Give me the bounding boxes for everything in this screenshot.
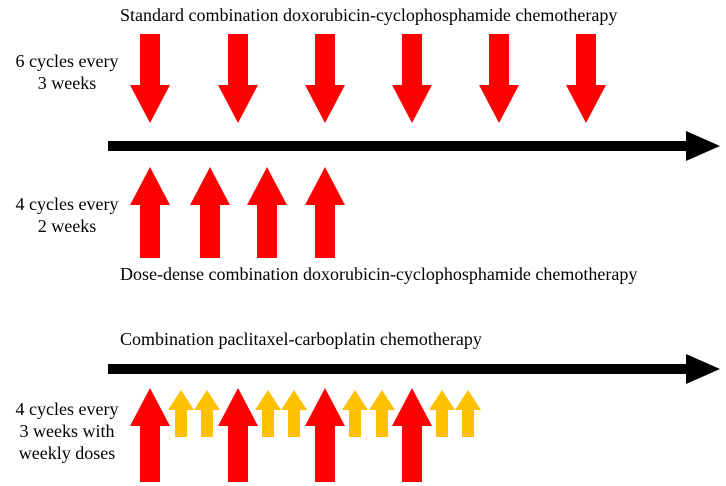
paclitaxel-weekly-dose-arrow-3-1 (342, 390, 368, 437)
standard-ac-dose-arrow-3 (305, 34, 345, 123)
paclitaxel-weekly-dose-arrow-4-2 (455, 390, 481, 437)
paclitaxel-weekly-dose-arrow-2-1 (255, 390, 281, 437)
timeline-top (108, 131, 720, 161)
paclitaxel-weekly-dose-arrow-1-1 (168, 390, 194, 437)
paclitaxel-carboplatin-cycle-arrow-3 (305, 388, 345, 482)
standard-ac-dose-arrow-4 (392, 34, 432, 123)
paclitaxel-weekly-dose-arrow-4-1 (429, 390, 455, 437)
standard-ac-schedule-line2: 3 weeks (37, 73, 97, 93)
standard-ac-dose-arrow-5 (479, 34, 519, 123)
dose-dense-ac-title: Dose-dense combination doxorubicin-cyclo… (120, 264, 638, 284)
paclitaxel-carboplatin-cycle-arrow-2 (218, 388, 258, 482)
dose-dense-dose-arrow-2 (190, 167, 230, 258)
dose-dense-dose-arrow-3 (247, 167, 287, 258)
standard-ac-title: Standard combination doxorubicin-cycloph… (120, 5, 618, 25)
paclitaxel-carboplatin-schedule-line1: 4 cycles every (15, 399, 119, 419)
paclitaxel-weekly-dose-arrow-2-2 (281, 390, 307, 437)
dose-dense-schedule-line2: 2 weeks (37, 216, 97, 236)
paclitaxel-carboplatin-title: Combination paclitaxel-carboplatin chemo… (120, 329, 482, 349)
paclitaxel-weekly-dose-arrow-3-2 (369, 390, 395, 437)
dose-dense-schedule-label: 4 cycles every 2 weeks (0, 193, 134, 237)
dose-dense-dose-arrow-4 (305, 167, 345, 258)
standard-ac-schedule-line1: 6 cycles every (15, 51, 119, 71)
paclitaxel-carboplatin-schedule-line2: 3 weeks with (19, 421, 115, 441)
paclitaxel-carboplatin-cycle-arrow-4 (392, 388, 432, 482)
paclitaxel-carboplatin-schedule-line3: weekly doses (18, 443, 116, 463)
timeline-bottom (108, 354, 720, 384)
paclitaxel-carboplatin-schedule-label: 4 cycles every 3 weeks with weekly doses (0, 398, 134, 464)
standard-ac-dose-arrow-1 (130, 34, 170, 123)
standard-ac-dose-arrow-2 (218, 34, 258, 123)
paclitaxel-weekly-dose-arrow-1-2 (194, 390, 220, 437)
dose-dense-schedule-line1: 4 cycles every (15, 194, 119, 214)
standard-ac-schedule-label: 6 cycles every 3 weeks (0, 50, 134, 94)
paclitaxel-carboplatin-cycle-arrow-1 (130, 388, 170, 482)
dose-dense-dose-arrow-1 (130, 167, 170, 258)
standard-ac-dose-arrow-6 (566, 34, 606, 123)
